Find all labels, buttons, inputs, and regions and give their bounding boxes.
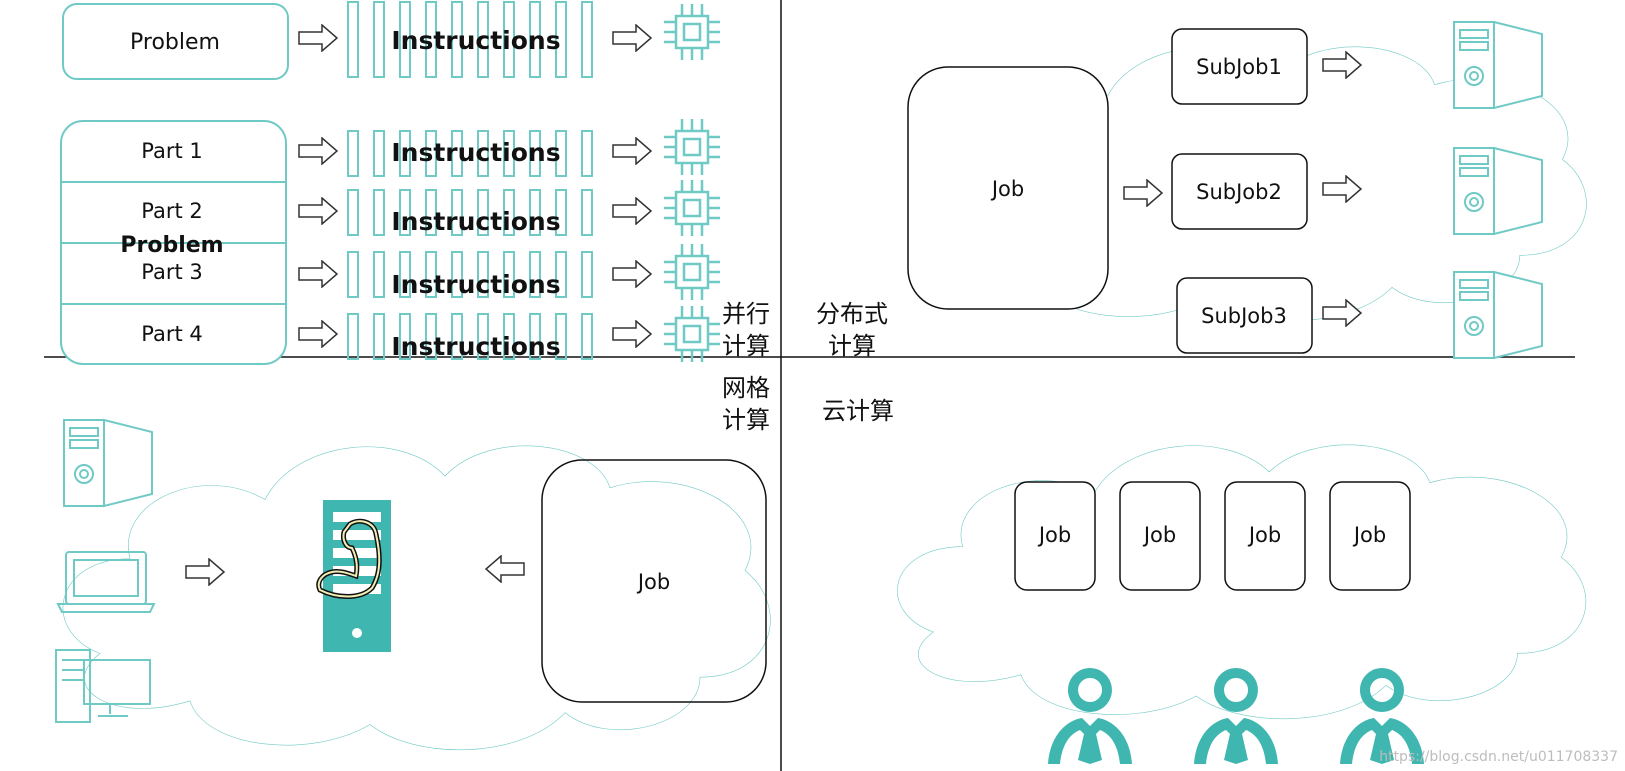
instruction-row-4: Instructions <box>298 304 722 364</box>
cloud-panel: 云计算 Job Job Job Job <box>822 397 1586 764</box>
server-icon <box>1453 21 1543 109</box>
arrow-right-icon <box>298 320 338 348</box>
problem-label: Problem <box>130 30 220 55</box>
server-icon <box>1453 271 1543 359</box>
grid-section-label-line2: 计算 <box>722 406 770 434</box>
cloud-section-label: 云计算 <box>822 397 894 425</box>
cloud-job-box <box>1224 481 1306 591</box>
parallel-panel: Problem Instructions Part 1 Part 2 Probl… <box>60 1 770 365</box>
arrow-right-icon <box>1322 51 1362 79</box>
instructions-label: Instructions <box>391 26 560 55</box>
arrow-right-icon <box>612 24 652 52</box>
arrow-right-icon <box>185 558 225 586</box>
grid-section-label-line1: 网格 <box>722 374 770 402</box>
user-icon <box>1048 668 1132 764</box>
arrow-right-icon <box>298 260 338 288</box>
subjob-1-label: SubJob1 <box>1196 55 1282 79</box>
laptop-icon <box>56 551 156 613</box>
instructions-label: Instructions <box>391 138 560 167</box>
cloud-job-4-label: Job <box>1352 523 1386 547</box>
instruction-row-1: Instructions <box>298 117 722 177</box>
cloud-job-box <box>1119 481 1201 591</box>
split-problem-label: Problem <box>120 233 223 258</box>
arrow-right-icon <box>1322 175 1362 203</box>
distributed-section-label-line2: 计算 <box>828 332 876 360</box>
cloud-job-box <box>1014 481 1096 591</box>
subjob-3-label: SubJob3 <box>1201 304 1287 328</box>
instruction-row-2: Instructions <box>298 178 722 238</box>
distributed-section-label-line1: 分布式 <box>816 300 888 328</box>
flexed-arm-icon <box>316 518 382 599</box>
subjob-1-box <box>1171 28 1308 105</box>
divider-lines <box>44 0 1575 771</box>
part-2-label: Part 2 <box>141 199 203 223</box>
cloud-job-box <box>1329 481 1411 591</box>
cloud-job-3-label: Job <box>1247 523 1281 547</box>
server-icon <box>63 419 153 507</box>
arrow-right-icon <box>298 24 338 52</box>
user-icon <box>1194 668 1278 764</box>
instruction-row-3: Instructions <box>298 242 722 302</box>
chip-icon <box>662 178 722 238</box>
parallel-section-label-line2: 计算 <box>722 332 770 360</box>
job-box <box>541 459 767 703</box>
part-4-label: Part 4 <box>141 322 203 346</box>
instruction-bars <box>347 1 593 78</box>
problem-box <box>62 3 289 80</box>
part-3-label: Part 3 <box>141 260 203 284</box>
subjob-2-label: SubJob2 <box>1196 180 1282 204</box>
job-box <box>907 66 1109 310</box>
chip-icon <box>662 304 722 364</box>
desktop-icon <box>55 649 151 723</box>
cloud-job-2-label: Job <box>1142 523 1176 547</box>
arrow-right-icon <box>612 260 652 288</box>
subjob-2-box <box>1171 153 1308 230</box>
arrow-right-icon <box>612 197 652 225</box>
arrow-right-icon <box>298 197 338 225</box>
job-label: Job <box>636 570 670 594</box>
chip-icon <box>662 117 722 177</box>
instructions-label: Instructions <box>391 207 560 236</box>
chip-icon <box>662 2 722 62</box>
arrow-right-icon <box>298 137 338 165</box>
part-1-label: Part 1 <box>141 139 203 163</box>
chip-icon <box>662 242 722 302</box>
server-icon <box>1453 147 1543 235</box>
arrow-right-icon <box>1322 299 1362 327</box>
arrow-left-icon <box>485 555 525 583</box>
distributed-panel: 分布式 计算 Job SubJob1 SubJob2 SubJob3 <box>816 21 1586 360</box>
instructions-label: Instructions <box>391 332 560 361</box>
arrow-right-icon <box>612 320 652 348</box>
subjob-3-box <box>1176 277 1313 354</box>
arrow-right-icon <box>612 137 652 165</box>
job-label: Job <box>990 177 1024 201</box>
watermark: https://blog.csdn.net/u011708337 <box>1379 749 1618 765</box>
arrow-right-icon <box>1123 179 1163 207</box>
parallel-section-label-line1: 并行 <box>722 300 770 328</box>
grid-panel: 网格 计算 <box>55 374 770 750</box>
cloud-job-1-label: Job <box>1037 523 1071 547</box>
instructions-label: Instructions <box>391 270 560 299</box>
